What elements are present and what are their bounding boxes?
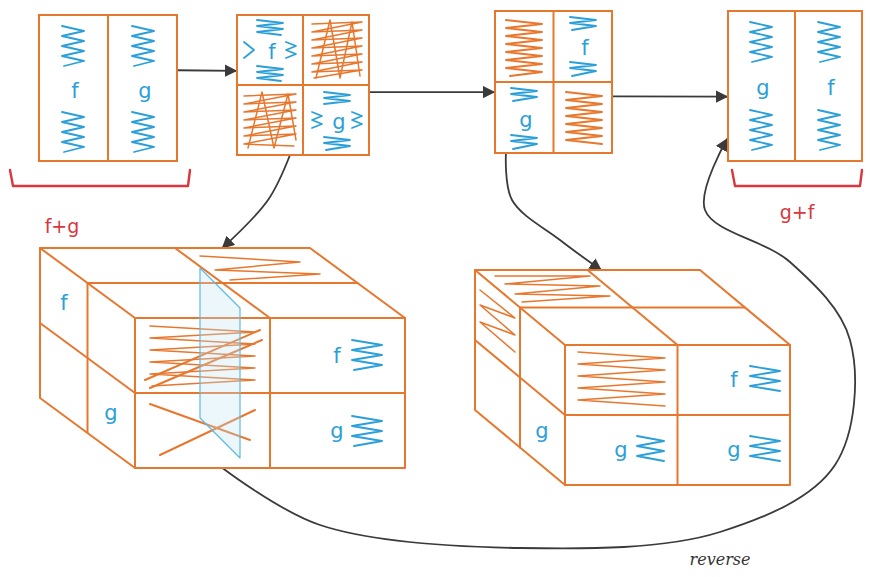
squiggle <box>324 92 350 104</box>
cell-divider <box>794 11 796 161</box>
function-label: f <box>266 41 277 64</box>
cube-outline-svg <box>475 270 790 485</box>
scribble-fill <box>480 290 515 352</box>
cube-grid <box>475 340 565 415</box>
squiggle <box>324 137 350 150</box>
squiggle <box>750 436 780 461</box>
squiggle <box>511 88 537 101</box>
squiggle <box>750 22 772 62</box>
squiggle <box>570 62 596 76</box>
squiggle <box>312 112 322 128</box>
function-label: f <box>69 80 80 103</box>
arrow-connector <box>370 91 494 93</box>
cube-figure: f g f g <box>40 248 405 468</box>
cell-divider <box>237 84 369 86</box>
function-label: f <box>728 369 739 392</box>
squiggle <box>62 112 84 152</box>
cube-grid <box>520 307 745 309</box>
function-label: f <box>58 292 69 315</box>
cube-grid <box>565 414 790 416</box>
function-label: f <box>331 345 342 368</box>
squiggle <box>132 112 154 152</box>
squiggle <box>62 26 84 66</box>
squiggle <box>352 112 362 128</box>
scribble-fill <box>578 352 665 406</box>
function-label: g <box>612 439 629 462</box>
scribble-fill <box>312 22 362 78</box>
cell-divider <box>107 15 109 161</box>
cube-outline <box>40 248 405 468</box>
function-square: fg <box>38 14 178 162</box>
scribble-zigzag <box>566 92 602 144</box>
squiggle <box>818 110 840 150</box>
squiggle <box>570 17 596 30</box>
squiggle <box>132 26 154 66</box>
cube-figure: f g g g <box>475 270 790 485</box>
sum-bracket <box>10 170 190 186</box>
slice-plane <box>200 268 240 458</box>
squiggle <box>511 135 537 149</box>
function-label: g <box>533 420 550 443</box>
function-label: g <box>102 402 119 425</box>
squiggle <box>750 366 780 391</box>
squiggle <box>637 436 664 461</box>
squiggle <box>244 42 254 58</box>
sum-label: f+g <box>42 216 83 237</box>
function-label: g <box>330 111 347 134</box>
cube-grid <box>135 392 405 394</box>
squiggle <box>257 66 283 81</box>
squiggle <box>750 110 772 150</box>
cube-grid <box>88 282 358 284</box>
squiggle <box>352 340 382 370</box>
function-label: g <box>754 77 771 100</box>
arrow-connector <box>506 154 601 270</box>
sum-label: g+f <box>777 202 818 223</box>
function-label: f <box>579 37 590 60</box>
arrow-connector <box>178 69 236 71</box>
squiggle <box>818 22 840 62</box>
cube-outline <box>475 270 790 485</box>
squiggle <box>257 20 283 35</box>
function-label: g <box>517 109 534 132</box>
function-square: fg <box>236 14 370 156</box>
edge-label: reverse <box>687 551 754 569</box>
function-label: f <box>825 77 836 100</box>
scribble-fill <box>495 276 610 302</box>
squiggle <box>352 416 382 446</box>
arrow-connector <box>223 156 290 248</box>
cube-outline-svg <box>40 248 405 468</box>
arrow-connector <box>223 139 856 548</box>
scribble-zigzag <box>506 20 542 76</box>
function-square: fg <box>494 10 613 154</box>
arrow-connector <box>613 96 727 98</box>
function-label: g <box>328 420 345 443</box>
cell-divider <box>495 81 612 83</box>
cube-grid <box>40 323 135 393</box>
function-label: g <box>136 80 153 103</box>
scribble-fill <box>244 94 296 146</box>
squiggle <box>286 42 296 58</box>
function-square: gf <box>727 10 863 162</box>
scribble-fill <box>248 92 296 148</box>
scribble-fill <box>200 256 320 280</box>
sum-bracket <box>732 170 862 186</box>
scribble-fill <box>316 20 360 78</box>
function-label: g <box>725 439 742 462</box>
